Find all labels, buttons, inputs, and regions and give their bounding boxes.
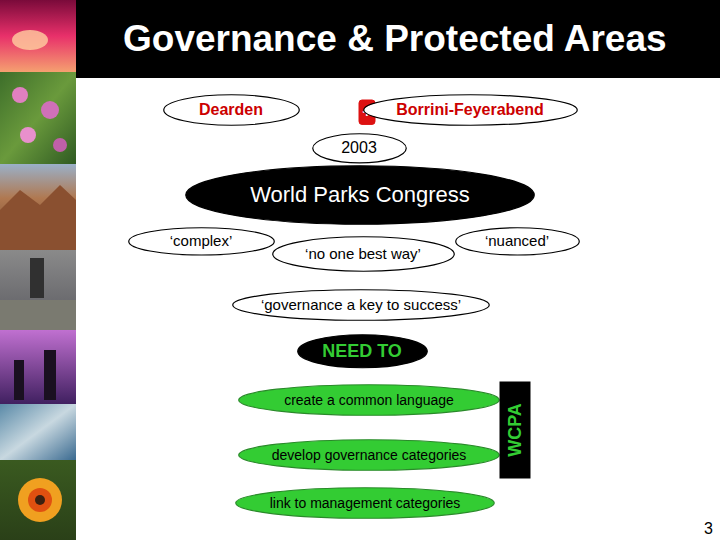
page-number: 3 [704,520,713,538]
node-text: ‘complex’ [170,232,233,249]
node-text: Borrini-Feyerabend [396,101,544,119]
photo-strip [0,0,76,540]
task-ellipse: create a common language [238,384,500,416]
node-text: Dearden [199,101,263,119]
node-text: ‘nuanced’ [485,232,549,249]
node-text: WCPA [505,403,526,457]
node-text: NEED TO [322,341,402,362]
author-ellipse: Borrini-Feyerabend [363,94,578,126]
node-text: create a common language [284,392,454,408]
slide-title: Governance & Protected Areas [123,18,667,60]
quote-ellipse: ‘governance a key to success’ [232,289,490,321]
author-ellipse: Dearden [163,94,300,126]
node-text: ‘no one best way’ [305,245,421,262]
node-text: link to management categories [270,495,461,511]
title-bar [0,0,720,78]
node-text: ‘governance a key to success’ [261,296,461,313]
event-ellipse: World Parks Congress [185,165,535,225]
node-text: World Parks Congress [250,182,470,207]
quote-ellipse: ‘complex’ [128,227,275,256]
node-text: develop governance categories [272,447,467,463]
quote-ellipse: ‘nuanced’ [455,227,580,256]
task-ellipse: link to management categories [235,487,495,519]
year-ellipse: 2003 [312,133,407,164]
node-text: 2003 [341,139,377,157]
quote-ellipse: ‘no one best way’ [272,236,455,272]
task-ellipse: develop governance categories [238,439,500,471]
heading-ellipse: NEED TO [297,334,428,368]
vertical-band: WCPA [500,382,530,478]
